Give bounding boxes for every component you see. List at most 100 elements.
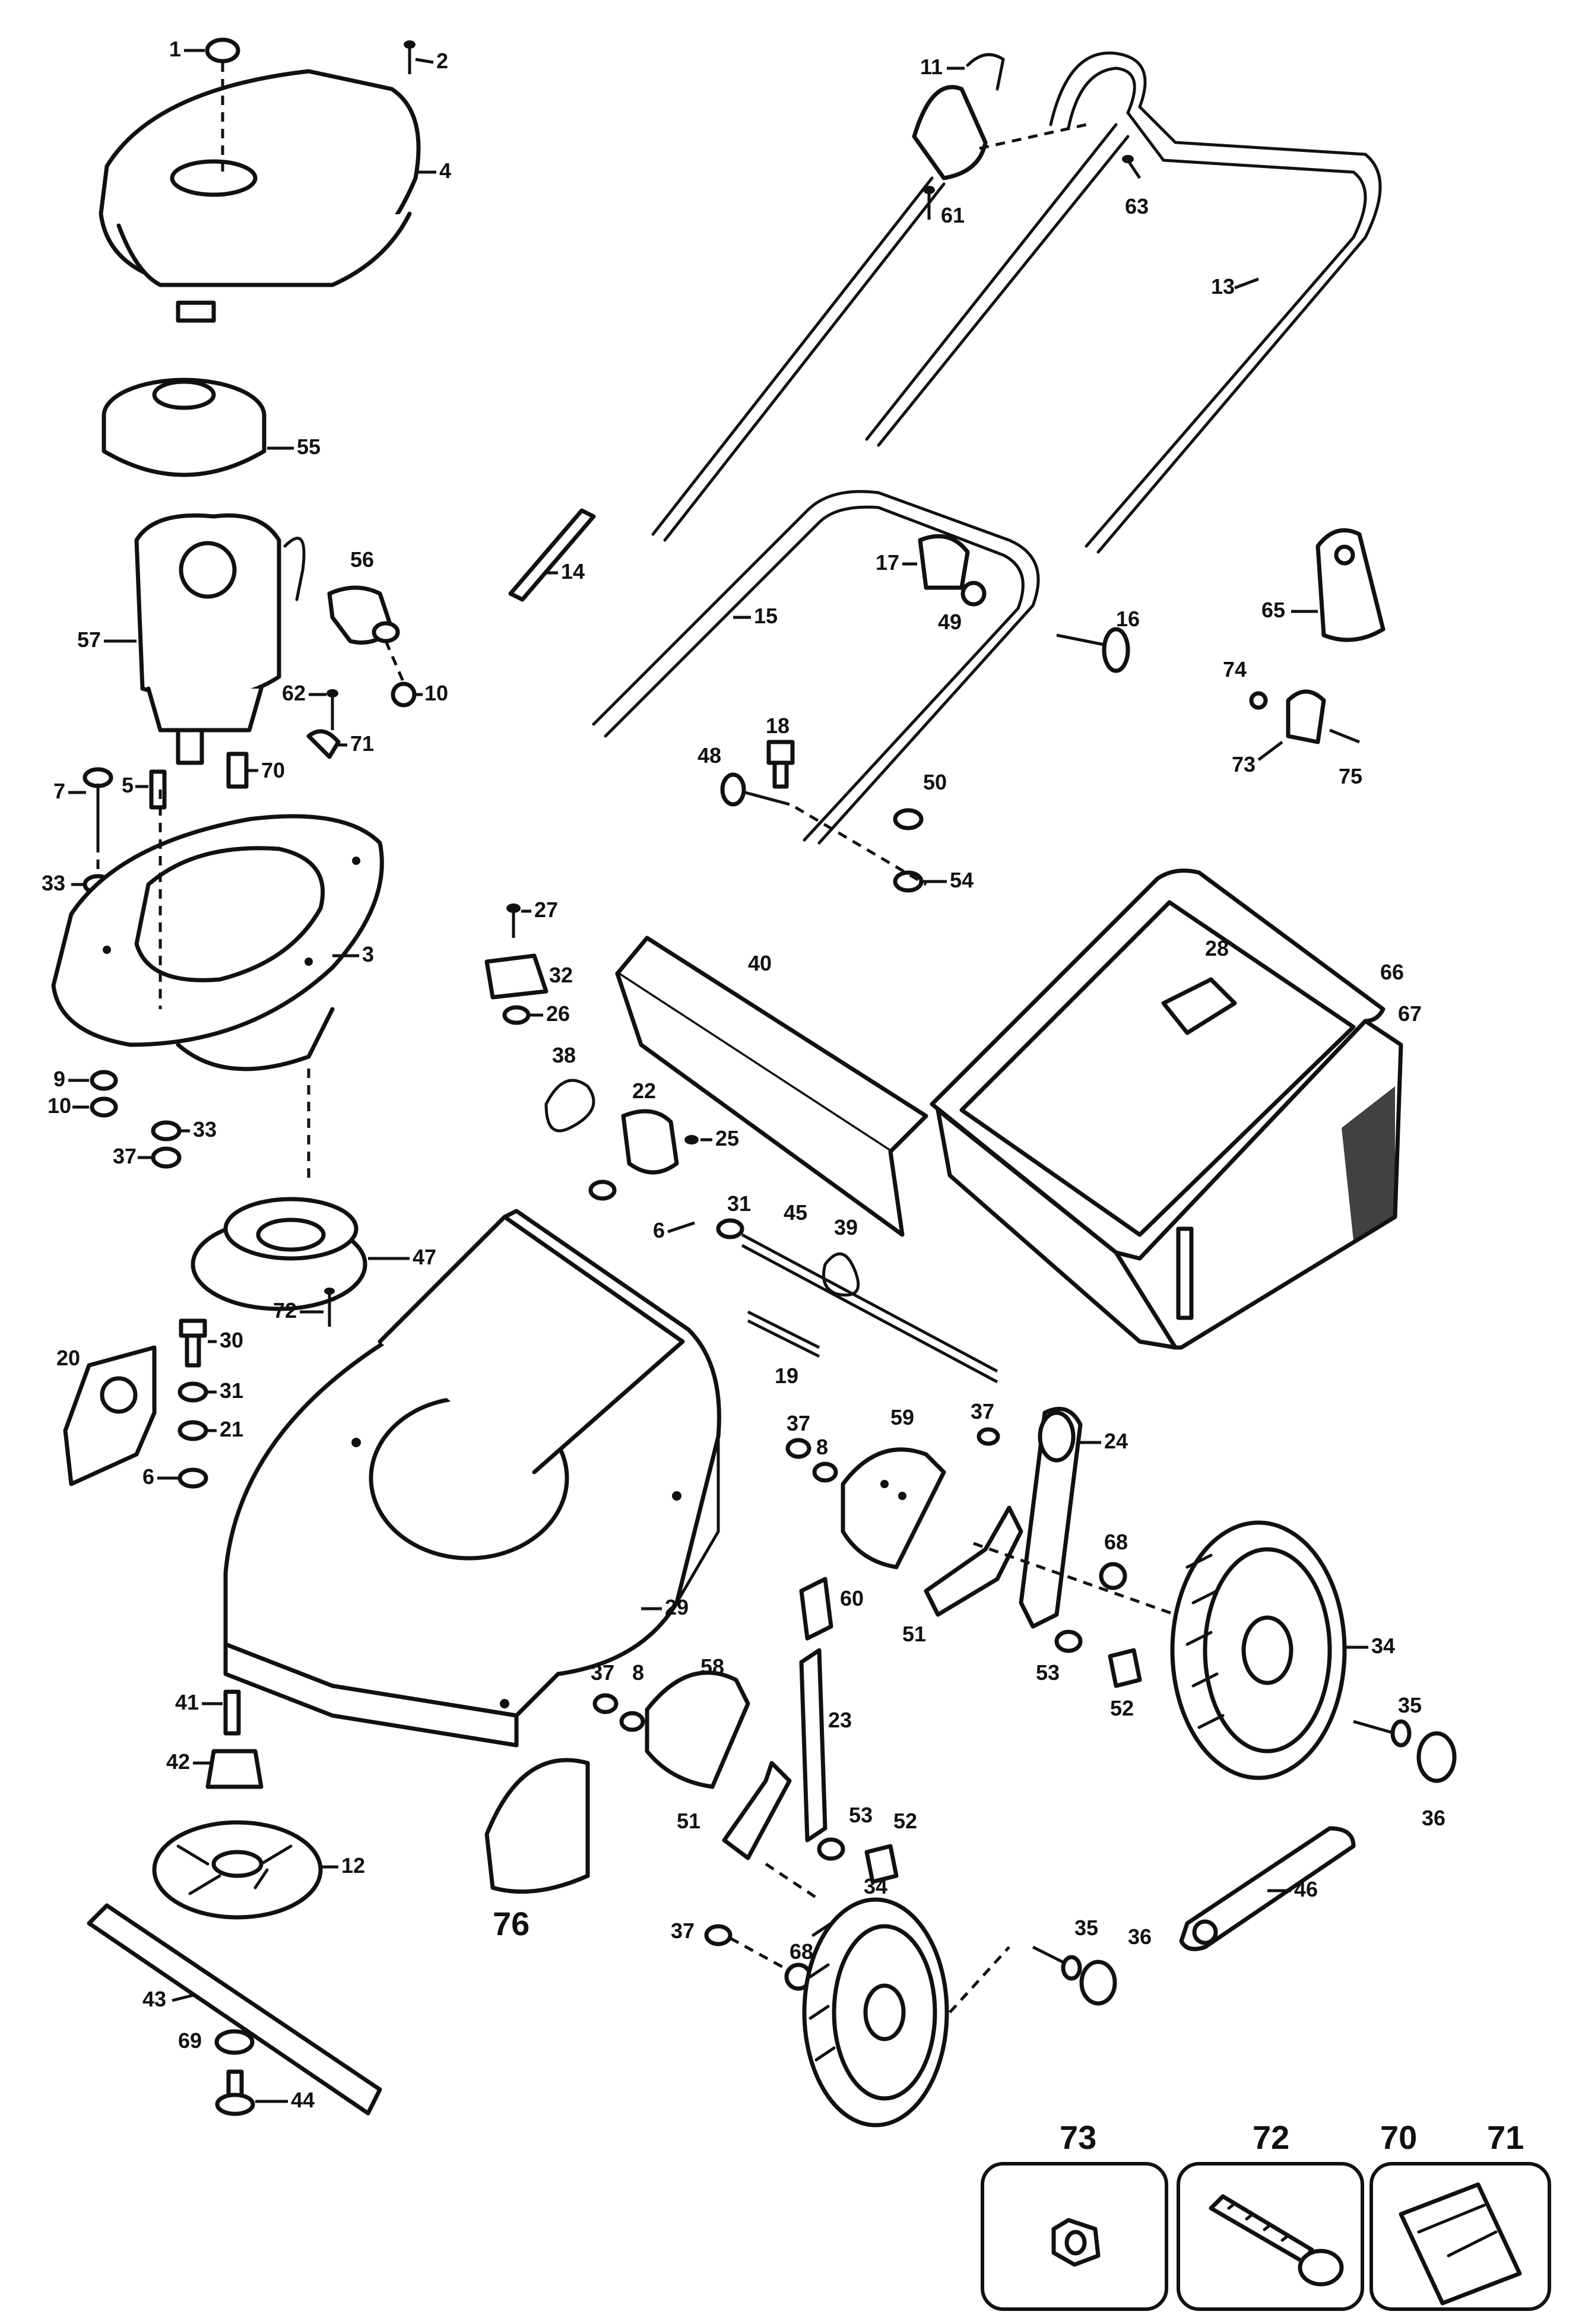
label-70: 70 bbox=[261, 758, 285, 782]
screw-61 bbox=[923, 186, 935, 220]
label-2: 2 bbox=[436, 49, 448, 73]
screw-62 bbox=[326, 689, 338, 730]
stud-5 bbox=[149, 769, 167, 810]
nut-10b bbox=[90, 1096, 118, 1118]
grass-box-frame-66 bbox=[930, 868, 1386, 1263]
label-68: 68 bbox=[1104, 1530, 1128, 1554]
washer-21 bbox=[177, 1420, 208, 1441]
label-65: 65 bbox=[1261, 598, 1285, 622]
label-47: 47 bbox=[413, 1245, 436, 1269]
label-24: 24 bbox=[1104, 1429, 1128, 1453]
label-40: 40 bbox=[748, 951, 772, 975]
fan-12 bbox=[152, 1820, 323, 1920]
lever-23 bbox=[799, 1648, 828, 1843]
label-69: 69 bbox=[178, 2028, 202, 2053]
label-33b: 33 bbox=[193, 1117, 217, 1142]
nut-37d bbox=[592, 1693, 619, 1714]
label-46: 46 bbox=[1294, 1877, 1318, 1901]
washer-69 bbox=[214, 2029, 255, 2055]
bush-22 bbox=[621, 1109, 679, 1175]
label-73: 73 bbox=[1232, 752, 1256, 776]
nut-37e bbox=[704, 1924, 733, 1946]
washer-50 bbox=[893, 808, 924, 830]
label-12: 12 bbox=[341, 1853, 365, 1878]
bolt-18 bbox=[766, 740, 795, 789]
legend-box-72 bbox=[1177, 2162, 1364, 2311]
label-63: 63 bbox=[1125, 194, 1149, 218]
hubcap-36a bbox=[1416, 1731, 1457, 1783]
label-7: 7 bbox=[53, 779, 65, 803]
spanner-46 bbox=[1179, 1826, 1356, 1951]
screw-2 bbox=[404, 40, 416, 74]
label-34b: 34 bbox=[864, 1874, 887, 1898]
label-54: 54 bbox=[950, 868, 974, 892]
label-10: 10 bbox=[424, 681, 448, 705]
bolt-16 bbox=[1056, 627, 1130, 673]
label-48: 48 bbox=[698, 743, 721, 768]
label-36b: 36 bbox=[1128, 1924, 1152, 1949]
label-76: 76 bbox=[493, 1905, 530, 1942]
knob-17 bbox=[918, 534, 970, 590]
cap-1 bbox=[205, 37, 240, 64]
label-55: 55 bbox=[297, 435, 321, 459]
label-4: 4 bbox=[439, 158, 451, 183]
part-number-labels: 1 2 4 55 56 57 10 62 71 70 7 5 33 3 9 10… bbox=[42, 37, 1445, 2112]
label-49: 49 bbox=[938, 610, 962, 634]
rear-flap-40 bbox=[615, 936, 928, 1237]
screw-63 bbox=[1122, 155, 1142, 179]
label-35b: 35 bbox=[1074, 1916, 1098, 1940]
washer-26 bbox=[502, 1005, 531, 1025]
nut-37a bbox=[151, 1146, 182, 1169]
wheel-34b bbox=[802, 1897, 949, 2128]
nut-37c bbox=[977, 1427, 1000, 1446]
label-8: 8 bbox=[816, 1435, 828, 1459]
label-59: 59 bbox=[890, 1405, 914, 1429]
label-25: 25 bbox=[715, 1126, 739, 1150]
label-6b: 6 bbox=[653, 1218, 665, 1242]
lever-24 bbox=[1019, 1406, 1083, 1629]
bracket-51b bbox=[722, 1761, 792, 1860]
nut-54 bbox=[893, 870, 924, 893]
upper-handle-13 bbox=[865, 51, 1382, 554]
label-28: 28 bbox=[1205, 936, 1229, 960]
bracket-20 bbox=[63, 1345, 157, 1486]
label-11: 11 bbox=[920, 55, 943, 79]
wheel-34a bbox=[1170, 1520, 1347, 1780]
legend-label-71: 71 bbox=[1487, 2119, 1524, 2156]
label-15: 15 bbox=[754, 604, 778, 628]
washer-8b bbox=[619, 1711, 645, 1732]
label-18: 18 bbox=[766, 714, 790, 738]
legend-box-73 bbox=[981, 2162, 1168, 2311]
label-16: 16 bbox=[1116, 607, 1140, 631]
legend-labels: 73 72 70 71 bbox=[1060, 2119, 1524, 2156]
label-53b: 53 bbox=[849, 1803, 873, 1827]
blade-bolt-44 bbox=[215, 2069, 255, 2116]
label-21: 21 bbox=[220, 1417, 243, 1441]
label-68b: 68 bbox=[790, 1939, 813, 1964]
label-31: 31 bbox=[220, 1378, 243, 1403]
label-20: 20 bbox=[56, 1346, 80, 1370]
bracket-51a bbox=[924, 1505, 1023, 1617]
label-37: 37 bbox=[113, 1144, 137, 1168]
spring-38 bbox=[544, 1079, 595, 1133]
bolt-30 bbox=[179, 1318, 207, 1368]
washer-8a bbox=[812, 1461, 838, 1483]
legend-label-73: 73 bbox=[1060, 2119, 1096, 2156]
legend-label-70: 70 bbox=[1380, 2119, 1417, 2156]
spring-39 bbox=[822, 1252, 860, 1297]
grass-box-67 bbox=[936, 1019, 1403, 1350]
spacer-68a bbox=[1099, 1562, 1127, 1590]
label-36: 36 bbox=[1422, 1806, 1445, 1830]
nut-6a bbox=[177, 1467, 208, 1489]
label-56: 56 bbox=[350, 547, 374, 572]
label-50: 50 bbox=[923, 770, 947, 794]
label-44: 44 bbox=[291, 2088, 315, 2112]
label-31b: 31 bbox=[727, 1191, 751, 1216]
label-17: 17 bbox=[876, 550, 899, 575]
bolt-48 bbox=[720, 772, 790, 807]
nut-6b bbox=[588, 1180, 617, 1201]
label-41: 41 bbox=[175, 1690, 199, 1714]
grass-box-lid-28 bbox=[1161, 977, 1237, 1035]
label-61: 61 bbox=[941, 203, 965, 227]
